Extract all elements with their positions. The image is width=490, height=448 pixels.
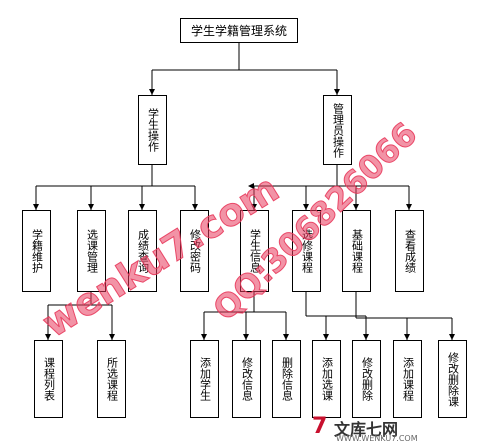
node-chosen-courses: 所选课程 <box>97 340 126 418</box>
arrowhead <box>251 204 257 210</box>
site-logo: 7 文库七网 WWW.WENKU7.COM <box>312 414 484 444</box>
node-elective-course-label: 选修课程 <box>300 229 314 273</box>
arrowhead <box>406 204 412 210</box>
node-admin-ops: 管理员操作 <box>323 95 352 165</box>
node-course-list: 课程列表 <box>34 340 63 418</box>
node-info-maintain-label: 学籍维护 <box>30 229 44 273</box>
arrowhead <box>404 334 410 340</box>
node-change-password: 修改密码 <box>180 210 209 292</box>
node-change-password-label: 修改密码 <box>188 229 202 273</box>
node-view-grades-label: 查看成绩 <box>403 229 417 273</box>
arrowhead <box>139 204 145 210</box>
node-student-info-label: 学生信息 <box>248 229 262 273</box>
node-edit-delete-label: 修改删除 <box>360 357 374 401</box>
node-add-elective: 添加选课 <box>312 340 341 418</box>
node-chosen-courses-label: 所选课程 <box>105 357 119 401</box>
node-edit-info-label: 修改信息 <box>240 357 254 401</box>
arrowhead <box>33 204 39 210</box>
arrowhead <box>248 183 254 189</box>
node-grade-query: 成绩查询 <box>128 210 157 292</box>
node-edit-delete-course-label: 修改删除课 <box>446 351 460 407</box>
arrowhead <box>149 89 155 95</box>
node-delete-info: 删除信息 <box>272 340 301 418</box>
node-edit-delete-course: 修改删除课 <box>438 340 467 418</box>
root-label: 学生学籍管理系统 <box>190 24 287 38</box>
node-basic-course: 基础课程 <box>342 210 371 292</box>
node-elective-course: 选修课程 <box>292 210 321 292</box>
node-add-student-label: 添加学生 <box>198 357 212 401</box>
node-admin-ops-label: 管理员操作 <box>331 102 345 158</box>
arrowhead <box>45 334 51 340</box>
node-edit-delete: 修改删除 <box>352 340 381 418</box>
node-add-course: 添加课程 <box>393 340 422 418</box>
node-student-ops: 学生操作 <box>138 95 167 165</box>
node-edit-info: 修改信息 <box>232 340 261 418</box>
node-delete-info-label: 删除信息 <box>280 357 294 401</box>
logo-mark: 7 <box>312 414 328 439</box>
node-basic-course-label: 基础课程 <box>350 229 364 273</box>
node-add-elective-label: 添加选课 <box>320 357 334 401</box>
arrowhead <box>303 204 309 210</box>
arrowhead <box>192 204 198 210</box>
node-course-select: 选课管理 <box>77 210 106 292</box>
arrowhead <box>88 204 94 210</box>
root-node: 学生学籍管理系统 <box>180 18 298 43</box>
node-add-student: 添加学生 <box>190 340 219 418</box>
node-student-info: 学生信息 <box>240 210 269 292</box>
arrowhead <box>283 334 289 340</box>
logo-name: 文库七网 <box>334 420 399 439</box>
node-course-select-label: 选课管理 <box>85 229 99 273</box>
logo-url: WWW.WENKU7.COM <box>336 434 418 443</box>
node-view-grades: 查看成绩 <box>395 210 424 292</box>
node-info-maintain: 学籍维护 <box>22 210 51 292</box>
node-course-list-label: 课程列表 <box>42 357 56 401</box>
arrowhead <box>353 204 359 210</box>
arrowhead <box>109 334 115 340</box>
arrowhead <box>363 334 369 340</box>
arrowhead <box>449 334 455 340</box>
node-student-ops-label: 学生操作 <box>146 108 160 152</box>
arrowhead <box>243 334 249 340</box>
node-add-course-label: 添加课程 <box>401 357 415 401</box>
arrowhead <box>323 334 329 340</box>
node-grade-query-label: 成绩查询 <box>136 229 150 273</box>
arrowhead <box>334 89 340 95</box>
arrowhead <box>201 334 207 340</box>
